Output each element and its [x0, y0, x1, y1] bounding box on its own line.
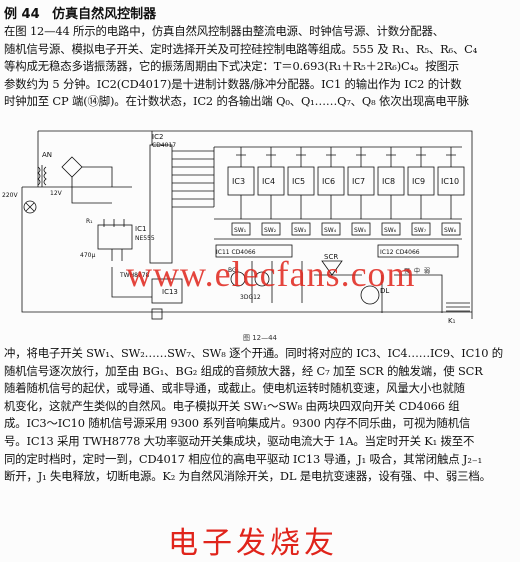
- switch-label: SW₅: [354, 227, 367, 234]
- switch-label: SW₄: [324, 227, 337, 234]
- ic2-part-label: CD4017: [152, 142, 176, 149]
- text-line: 等构成无稳态多谐振荡器，它的振荡周期由下式决定：T＝0.693(R₁＋R₅＋2R…: [4, 59, 459, 74]
- ic1-label: IC1: [135, 225, 146, 233]
- an-label: AN: [42, 151, 52, 159]
- switch-label: SW₆: [384, 227, 397, 234]
- text-line: 冲，将电子开关 SW₁、SW₂……SW₇、SW₈ 逐个开通。同时将对应的 IC3…: [4, 346, 504, 360]
- module-label: IC3: [232, 177, 245, 186]
- module-label: IC5: [292, 177, 305, 186]
- switch-label: SW₁: [234, 227, 247, 234]
- twh-label: TWH8778: [119, 272, 150, 279]
- text-line: 成。IC3～IC10 随机信号源采用 9300 系列音响集成片。9300 内存不…: [4, 416, 471, 431]
- text-line: 参数约为 5 分钟。IC2(CD4017)是十进制计数器/脉冲分配器。IC1 的…: [4, 76, 462, 91]
- scr-label: SCR: [324, 253, 338, 261]
- cap-label: 470μ: [80, 252, 95, 259]
- example-number: 例 44: [4, 7, 40, 22]
- transistor-label: 3DG12: [240, 294, 261, 301]
- text-line: 随机信号源、模拟电子开关、定时选择开关及可控硅控制电路等组成。555 及 R₁、…: [4, 41, 478, 56]
- module-label: IC7: [352, 177, 365, 186]
- mode-mark: 中: [414, 267, 420, 275]
- dl-label: DL: [380, 287, 389, 295]
- circuit-schematic: IC3 IC4 IC5 IC6 IC7 IC8 IC9 IC10 SW₁ SW₂…: [2, 130, 473, 325]
- website-watermark: www.elecfans.com: [126, 254, 416, 294]
- ic2-label: IC2: [152, 133, 163, 141]
- module-label: IC4: [262, 177, 275, 186]
- mode-mark: 弱: [424, 268, 430, 275]
- intro-paragraph: 在图 12—44 所示的电路中，仿真自然风控制器由整流电源、时钟信号源、计数分配…: [4, 23, 514, 111]
- text-line: 时钟加至 CP 端(⑭脚)。在计数状态，IC2 的各输出端 Q₀、Q₁……Q₇、…: [4, 94, 469, 109]
- switch-label: SW₈: [444, 227, 457, 234]
- text-line: 随机信号逐次放行，加至由 BG₁、BG₂ 组成的音频放大器，经 C₇ 加至 SC…: [4, 363, 483, 378]
- ic13-label: IC13: [162, 288, 178, 296]
- site-logo: 电子发烧友: [168, 526, 338, 561]
- body-paragraph: 冲，将电子开关 SW₁、SW₂……SW₇、SW₈ 逐个开通。同时将对应的 IC3…: [4, 345, 514, 486]
- ic11-label: IC11 CD4066: [216, 249, 256, 256]
- text-line: 同的定时档时，定时一到，CD4017 相应位的高电平驱动 IC13 导通，J₁ …: [4, 451, 483, 466]
- ic12-label: IC12 CD4066: [380, 249, 420, 256]
- switch-label: SW₂: [264, 227, 277, 234]
- mode-mark: 强: [404, 268, 410, 275]
- text-line: 随着随机信号的起伏，或导通、或非导通，或截止。使电机运转时随机变速，风量大小也就…: [4, 381, 465, 396]
- k1-label: K₁: [448, 317, 456, 325]
- example-heading: 例 44 仿真自然风控制器: [4, 3, 156, 22]
- voltage-label: 220V: [2, 192, 18, 199]
- mic-label: BG₁: [228, 267, 240, 274]
- text-line: 号。IC13 采用 TWH8778 大功率驱动开关集成块，驱动电流大于 1A。当…: [4, 433, 475, 448]
- text-line: 断开，J₁ 失电释放，切断电源。K₂ 为自然风消除开关，DL 是电抗变速器，设有…: [4, 469, 491, 484]
- voltage-label: 12V: [50, 190, 63, 197]
- module-label: IC8: [382, 177, 395, 186]
- circuit-diagram: IC3 IC4 IC5 IC6 IC7 IC8 IC9 IC10 SW₁ SW₂…: [2, 127, 518, 333]
- figure-caption: 图 12—44: [242, 334, 278, 342]
- module-label: IC9: [412, 177, 425, 186]
- module-label: IC10: [441, 177, 459, 186]
- example-title: 仿真自然风控制器: [52, 7, 157, 22]
- text-line: 机变化，这就产生类似的自然风。电子模拟开关 SW₁～SW₈ 由两块四双向开关 C…: [4, 398, 460, 413]
- r1-label: R₁: [86, 218, 93, 225]
- module-label: IC6: [322, 177, 335, 186]
- switch-label: SW₃: [294, 227, 307, 234]
- text-line: 在图 12—44 所示的电路中，仿真自然风控制器由整流电源、时钟信号源、计数分配…: [4, 24, 444, 38]
- ic1-part-label: NE555: [135, 235, 155, 242]
- switch-label: SW₇: [414, 227, 427, 234]
